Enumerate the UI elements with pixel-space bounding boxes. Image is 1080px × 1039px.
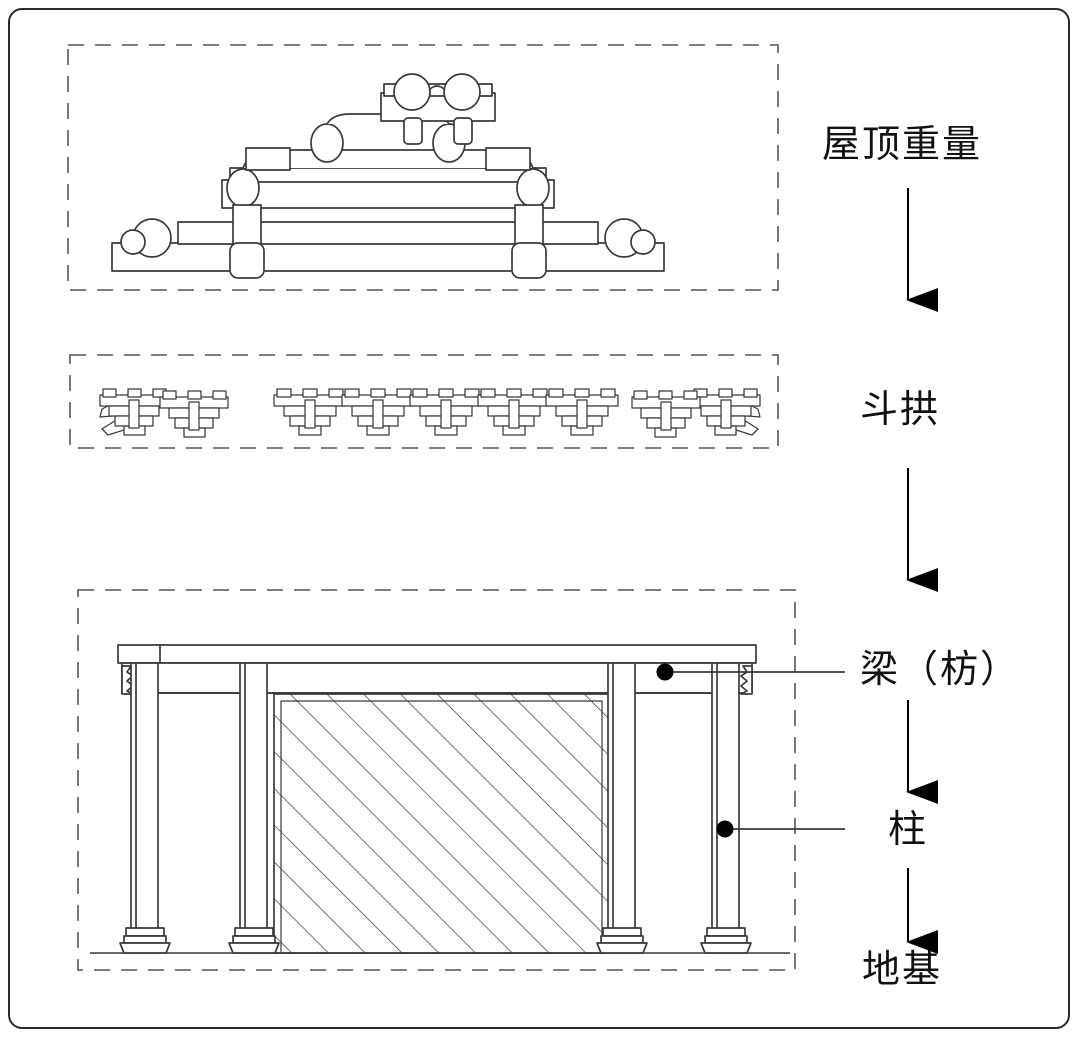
dougong-row-drawing <box>99 388 761 438</box>
dougong-corner-right <box>631 388 761 438</box>
dougong-standard-3 <box>409 388 483 436</box>
dougong-standard-1 <box>273 388 347 436</box>
label-roof-weight: 屋顶重量 <box>822 122 983 166</box>
label-dougong: 斗拱 <box>860 387 941 431</box>
label-column: 柱 <box>888 807 929 851</box>
column-4 <box>700 662 752 954</box>
dougong-standard-4 <box>477 388 551 436</box>
panel-box-dougong <box>69 354 779 449</box>
panel-box-roof <box>67 44 779 291</box>
column-frame-drawing <box>90 644 790 954</box>
column-1 <box>119 662 171 954</box>
panel-box-columns <box>77 589 796 971</box>
callout-column-leader <box>716 820 845 838</box>
label-foundation: 地基 <box>862 947 943 991</box>
roof-frame-drawing <box>111 73 665 279</box>
outer-frame-border <box>8 8 1070 1029</box>
dougong-standard-2 <box>341 388 415 436</box>
column-3 <box>596 662 648 954</box>
dougong-corner-left <box>99 388 229 438</box>
column-2 <box>228 662 280 954</box>
dougong-standard-5 <box>545 388 619 436</box>
callout-beam-leader <box>656 663 845 681</box>
label-beam: 梁（枋） <box>860 647 1021 691</box>
